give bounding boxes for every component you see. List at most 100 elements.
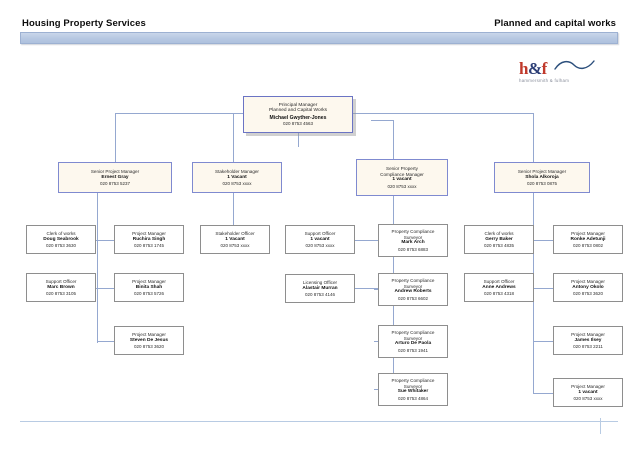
node-role: Clerk of works — [484, 230, 514, 236]
node-role: Property Compliance — [391, 330, 435, 336]
node-telephone: 020 8753 4864 — [397, 395, 429, 401]
connector-b1-spine — [97, 193, 98, 343]
node-telephone: 020 8753 xxxx — [220, 242, 250, 248]
node-project-manager-antony[interactable]: Project Manager Antony Okolo 020 8753 36… — [553, 273, 623, 302]
node-snr-project-manager-2[interactable]: Senior Project Manager Shola Alkoroja 02… — [494, 162, 590, 193]
node-role: Project Manager — [571, 331, 605, 337]
node-project-manager-ronke[interactable]: Project Manager Ronke Adetunji 020 8753 … — [553, 225, 623, 254]
node-role: Support Officer — [483, 278, 515, 284]
node-telephone: 020 8753 5237 — [99, 180, 131, 186]
node-snr-project-manager-1[interactable]: Senior Project Manager Ernest Gray 020 8… — [58, 162, 172, 193]
node-role: Project Manager — [132, 230, 166, 236]
node-project-manager-binita[interactable]: Project Manager Binita Shah 020 8753 572… — [114, 273, 184, 302]
node-project-manager-james[interactable]: Project Manager James Ilsey 020 8753 221… — [553, 326, 623, 355]
node-name: Gerry Baker — [485, 236, 513, 242]
node-name: 1 Vacant — [227, 174, 247, 180]
logo-wordmark: h&f — [519, 60, 609, 77]
node-name: Alastair Murran — [302, 285, 338, 291]
node-compliance-surveyor-arturo[interactable]: Property Compliance Surveyor Arturo De P… — [378, 325, 448, 358]
node-role-line2: Compliance Manager — [380, 171, 424, 177]
connector-b1-to-pm2 — [97, 288, 122, 289]
node-name: 1 Vacant — [225, 236, 245, 242]
node-role: Senior Property — [386, 166, 418, 172]
node-compliance-surveyor-sue[interactable]: Property Compliance Surveyor Sue Whitake… — [378, 373, 448, 406]
node-telephone: 020 8753 2211 — [573, 343, 603, 349]
node-role: Principal Manager — [278, 102, 318, 108]
connector-l2-drop-3 — [393, 120, 394, 162]
node-role: Licensing Officer — [302, 279, 338, 285]
node-telephone: 020 8753 3105 — [45, 290, 77, 296]
connector-l2-jog-3 — [371, 120, 394, 121]
node-name: Andrew Roberts — [394, 289, 432, 295]
node-name: Mark Arch — [401, 240, 425, 246]
node-role: Property Compliance — [391, 278, 435, 284]
connector-b3-to-licensing — [354, 288, 393, 289]
node-role-line2: Surveyor — [403, 234, 423, 240]
connector-b4-to-pm3 — [533, 341, 555, 342]
node-name: Shola Alkoroja — [525, 174, 559, 180]
footer-rule — [20, 421, 618, 422]
node-project-manager-vacant[interactable]: Project Manager 1 vacant 020 8753 xxxx — [553, 378, 623, 407]
node-snr-property-compliance-manager[interactable]: Senior Property Compliance Manager 1 vac… — [356, 159, 448, 196]
node-principal-manager[interactable]: Principal Manager Planned and Capital Wo… — [243, 96, 353, 133]
node-telephone: 020 8753 3630 — [45, 242, 77, 248]
node-name: Ruchira Singh — [132, 236, 166, 242]
connector-b4-to-pm4 — [533, 393, 555, 394]
node-name: Binita Shah — [135, 284, 163, 290]
node-clerk-of-works-gerry[interactable]: Clerk of works Gerry Baker 020 8753 4835 — [464, 225, 534, 254]
node-project-manager-steven[interactable]: Project Manager Steven De Jesus 020 8753… — [114, 326, 184, 355]
node-stakeholder-manager[interactable]: Stakeholder Manager 1 Vacant 020 8753 xx… — [192, 162, 282, 193]
node-role-line2: Planned and Capital Works — [268, 108, 328, 114]
node-telephone: 020 8753 0802 — [572, 242, 604, 248]
node-telephone: 020 8753 4318 — [483, 290, 515, 296]
node-telephone: 020 8753 xxxx — [305, 242, 335, 248]
connector-l2-drop-1 — [115, 113, 116, 162]
node-project-manager-ruchira[interactable]: Project Manager Ruchira Singh 020 8753 1… — [114, 225, 184, 254]
node-name: Steven De Jesus — [129, 337, 169, 343]
connector-l2-drop-2 — [233, 113, 234, 162]
hammersmith-fulham-logo: h&f hammersmith & fulham — [519, 60, 609, 90]
logo-letter-f: f — [541, 59, 548, 78]
node-telephone: 020 8753 4563 — [282, 121, 314, 126]
node-stakeholder-officer[interactable]: Stakeholder Officer 1 Vacant 020 8753 xx… — [200, 225, 270, 254]
header-right-title: Planned and capital works — [494, 18, 616, 29]
header-left-title: Housing Property Services — [22, 18, 146, 29]
node-name: Anne Andrews — [482, 284, 516, 290]
node-name: 1 vacant — [392, 177, 412, 183]
node-support-officer-anne[interactable]: Support Officer Anne Andrews 020 8753 43… — [464, 273, 534, 302]
node-telephone: 020 8753 xxxx — [573, 395, 603, 401]
node-support-officer-marc[interactable]: Support Officer Marc Brown 020 8753 3105 — [26, 273, 96, 302]
node-role: Clerk of works — [46, 230, 76, 236]
node-role: Stakeholder Manager — [215, 168, 259, 174]
logo-ampersand: & — [527, 59, 542, 78]
node-role: Senior Project Manager — [517, 168, 567, 174]
node-compliance-surveyor-andrew[interactable]: Property Compliance Surveyor Andrew Robe… — [378, 273, 448, 306]
node-clerk-of-works-doug[interactable]: Clerk of works Doug Seabrook 020 8753 36… — [26, 225, 96, 254]
node-name: 1 vacant — [578, 389, 598, 395]
node-telephone: 020 8753 3620 — [133, 343, 165, 349]
node-telephone: 020 8753 5726 — [133, 290, 165, 296]
node-telephone: 020 8753 6602 — [397, 295, 429, 301]
footer-tick — [600, 418, 601, 434]
node-telephone: 020 8753 3620 — [572, 290, 604, 296]
connector-b2-spine — [233, 193, 234, 240]
node-telephone: 020 8753 xxxx — [222, 180, 252, 186]
node-role: Support Officer — [304, 230, 336, 236]
node-name: Doug Seabrook — [43, 236, 79, 242]
node-telephone: 020 8753 1941 — [397, 347, 429, 353]
node-name: James Ilsey — [574, 337, 602, 343]
connector-b1-to-pm3 — [97, 341, 122, 342]
node-telephone: 020 8753 1745 — [133, 242, 165, 248]
node-role: Senior Project Manager — [90, 168, 140, 174]
node-support-officer-vacant[interactable]: Support Officer 1 vacant 020 8753 xxxx — [285, 225, 355, 254]
connector-b1-to-pm1 — [97, 240, 122, 241]
node-compliance-surveyor-mark[interactable]: Property Compliance Surveyor Mark Arch 0… — [378, 224, 448, 257]
node-telephone: 020 8753 0875 — [526, 180, 558, 186]
node-role: Project Manager — [571, 230, 605, 236]
node-licensing-officer-alastair[interactable]: Licensing Officer Alastair Murran 020 87… — [285, 274, 355, 303]
node-name: Antony Okolo — [572, 284, 604, 290]
node-name: Michael Gwyther-Jones — [269, 114, 327, 121]
node-role-line2: Surveyor — [403, 283, 423, 289]
connector-b4-to-pm2 — [533, 288, 555, 289]
